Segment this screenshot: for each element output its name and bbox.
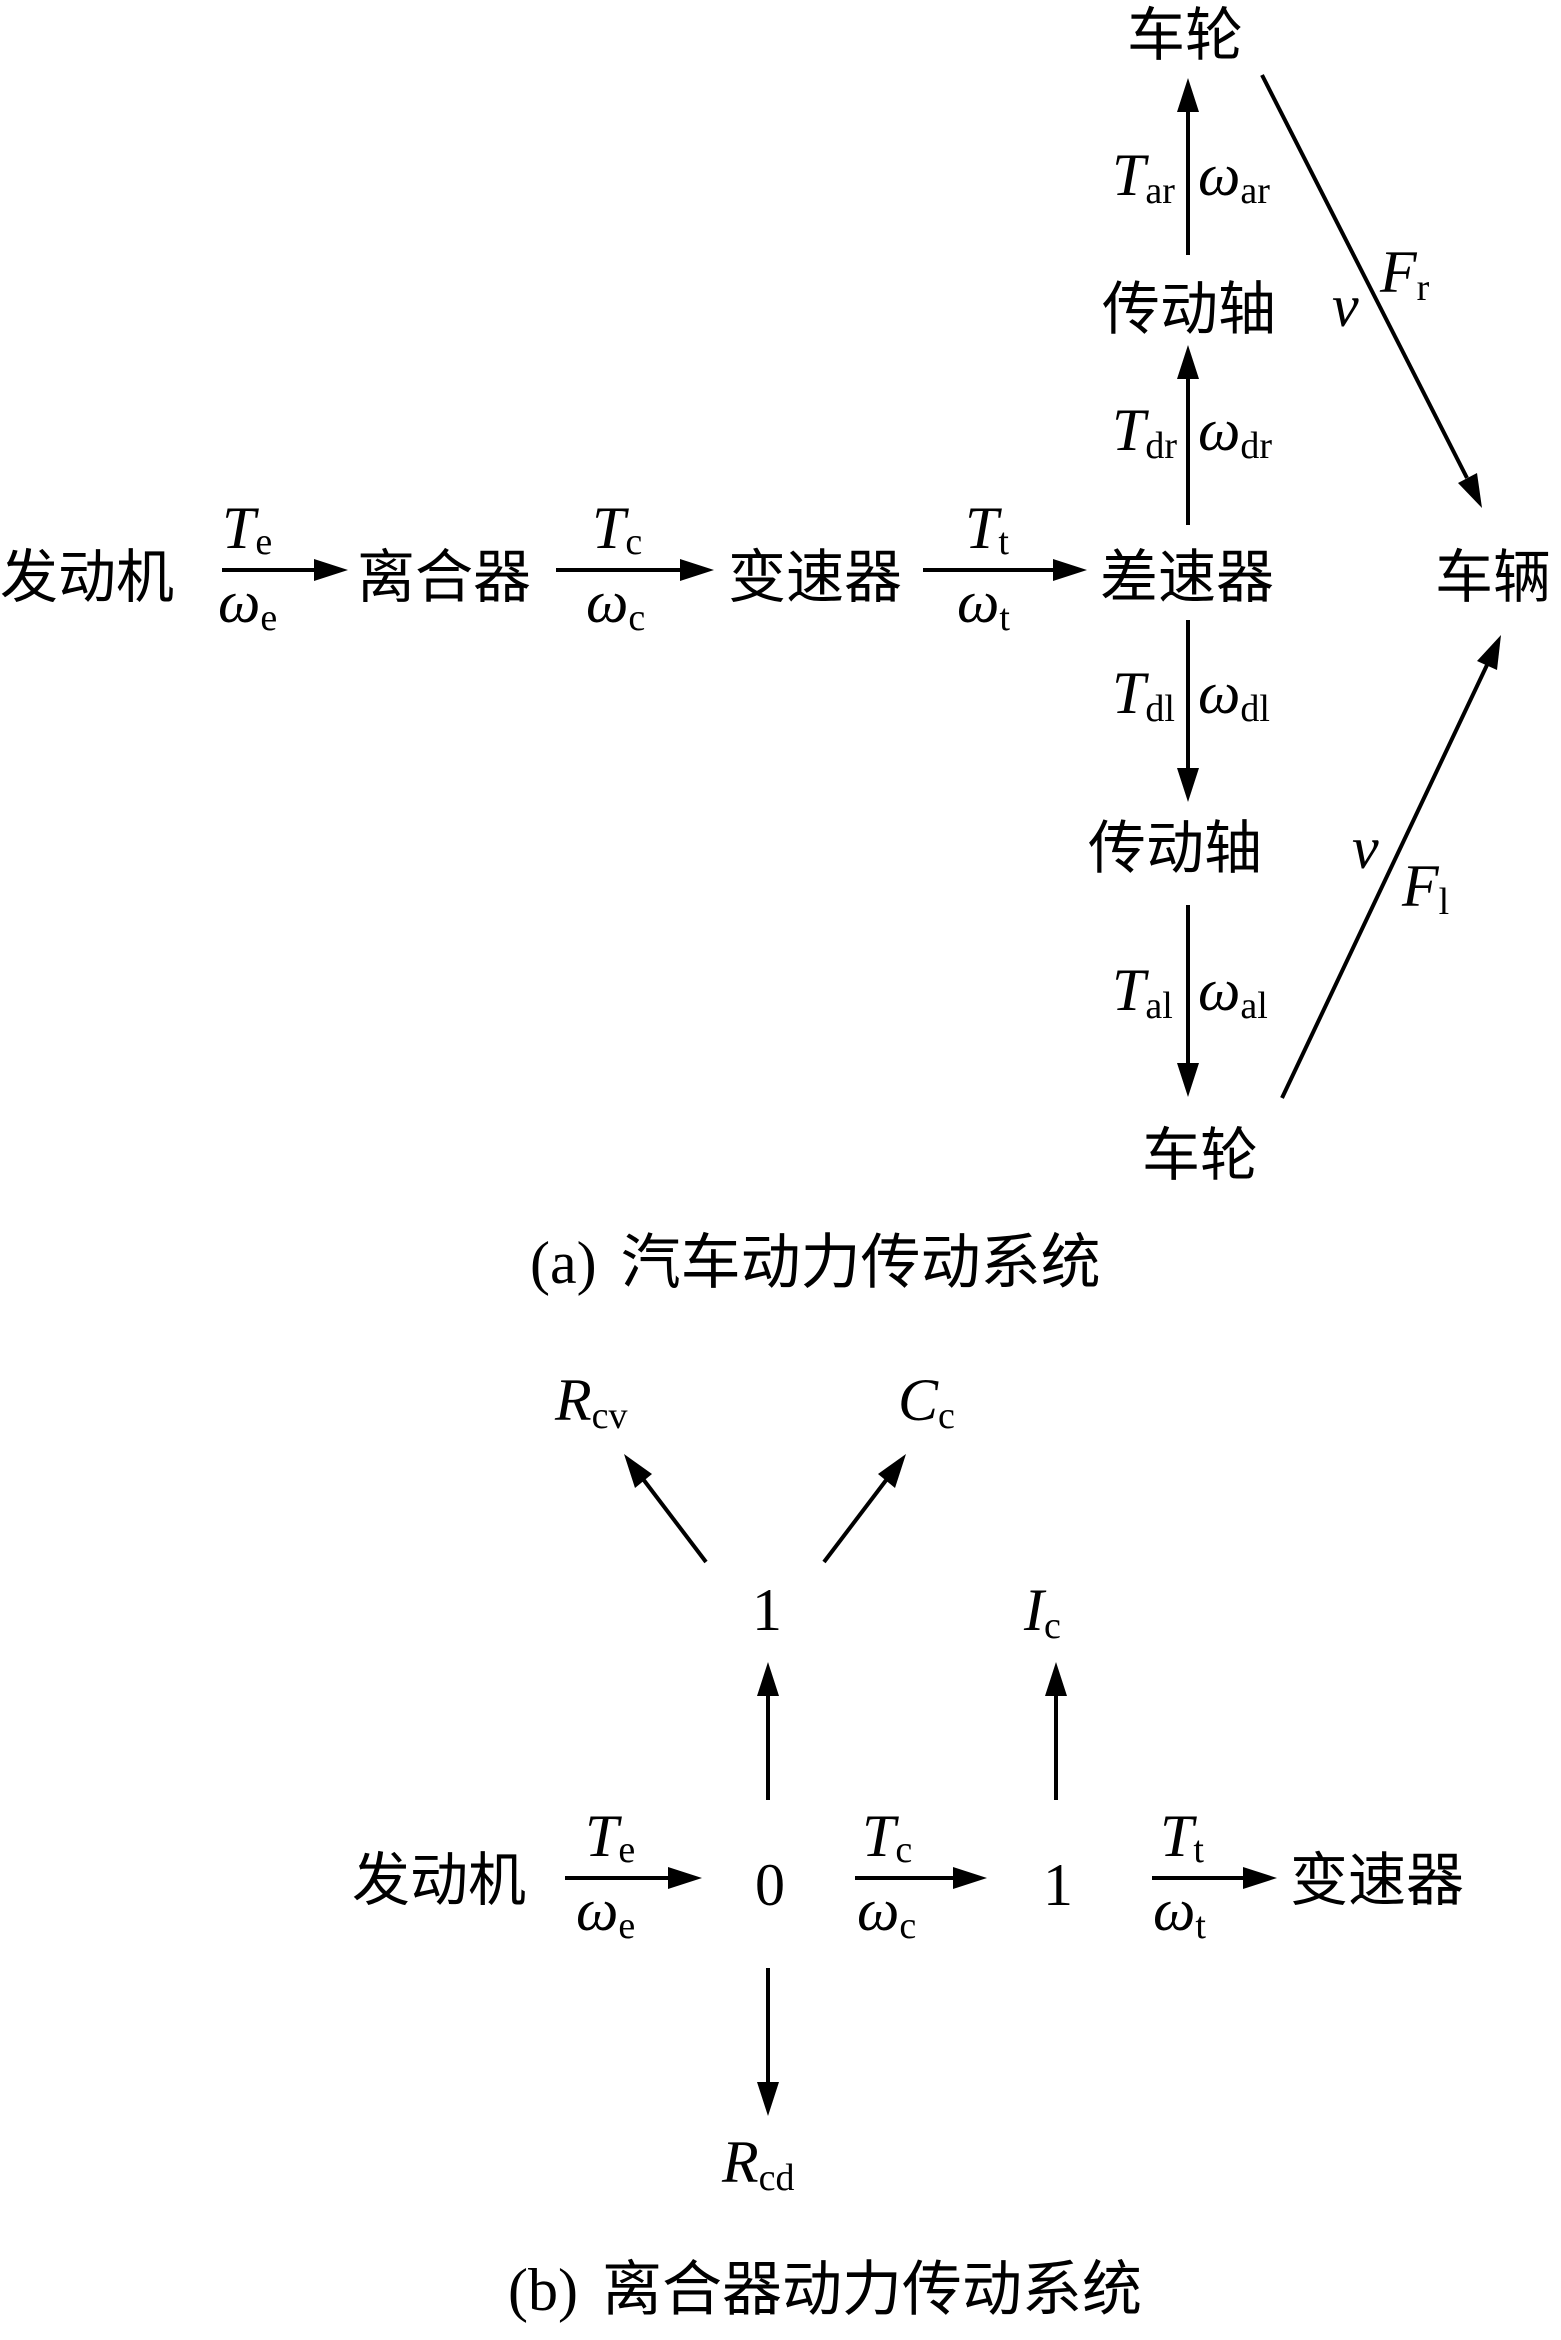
arrow-zero-to-Rcd bbox=[757, 1968, 779, 2116]
label-Te-a: Te bbox=[222, 495, 272, 563]
arrow-zero-to-one-top bbox=[757, 1662, 779, 1800]
label-Tc-b: Tc bbox=[862, 1803, 912, 1871]
label-v-left: v bbox=[1352, 815, 1379, 881]
node-gearbox-b: 变速器 bbox=[1290, 1846, 1464, 1914]
label-omega-ar: ωar bbox=[1198, 142, 1270, 212]
arrow-clutch-to-gearbox bbox=[556, 559, 714, 581]
node-differential-a: 差速器 bbox=[1100, 543, 1274, 611]
node-shaft-left-a: 传动轴 bbox=[1088, 814, 1262, 882]
node-vehicle-a: 车辆 bbox=[1435, 543, 1551, 611]
arrow-differential-to-shaft-right bbox=[1177, 345, 1199, 525]
label-Tdl: Tdl bbox=[1112, 660, 1175, 730]
node-engine-a: 发动机 bbox=[0, 543, 174, 611]
arrow-wheel-left-to-vehicle bbox=[1280, 635, 1501, 1099]
caption-b: (b)离合器动力传动系统 bbox=[508, 2255, 1142, 2325]
node-engine-b: 发动机 bbox=[352, 1846, 526, 1914]
label-omega-t-b: ωt bbox=[1153, 1877, 1206, 1947]
arrow-one-to-gearbox bbox=[1152, 1867, 1277, 1889]
label-Cc: Cc bbox=[898, 1367, 955, 1437]
node-shaft-right-a: 传动轴 bbox=[1102, 275, 1276, 343]
node-clutch-a: 离合器 bbox=[357, 543, 531, 611]
label-omega-t-a: ωt bbox=[957, 569, 1010, 639]
label-omega-dl: ωdl bbox=[1198, 660, 1270, 730]
label-Tdr: Tdr bbox=[1112, 397, 1177, 467]
label-v-right: v bbox=[1332, 273, 1359, 339]
label-Te-b: Te bbox=[585, 1803, 635, 1871]
label-Tar: Tar bbox=[1112, 142, 1175, 212]
node-wheel-right-a: 车轮 bbox=[1127, 1, 1243, 69]
label-omega-al: ωal bbox=[1198, 957, 1268, 1027]
label-omega-e-a: ωe bbox=[218, 569, 277, 639]
arrow-engine-to-clutch bbox=[222, 559, 348, 581]
arrow-differential-to-shaft-left bbox=[1177, 620, 1199, 802]
label-Tal: Tal bbox=[1112, 957, 1173, 1027]
arrow-one-to-Ic bbox=[1045, 1662, 1067, 1800]
arrow-zero-to-one bbox=[855, 1867, 987, 1889]
junction-one-top: 1 bbox=[752, 1577, 782, 1643]
junction-zero: 0 bbox=[755, 1852, 785, 1918]
label-omega-c-a: ωc bbox=[586, 569, 645, 639]
label-Tt-b: Tt bbox=[1160, 1803, 1204, 1871]
arrow-engine-to-zero bbox=[565, 1867, 702, 1889]
label-omega-dr: ωdr bbox=[1198, 397, 1272, 467]
label-omega-c-b: ωc bbox=[857, 1877, 916, 1947]
label-Fl: Fl bbox=[1401, 853, 1449, 923]
node-wheel-left-a: 车轮 bbox=[1142, 1121, 1258, 1189]
arrow-gearbox-to-differential bbox=[923, 559, 1087, 581]
diagram-a: 发动机 离合器 变速器 差速器 车辆 传动轴 传动轴 车轮 车轮 bbox=[0, 1, 1551, 1298]
junction-one-right: 1 bbox=[1043, 1852, 1073, 1918]
arrow-shaft-to-wheel-left bbox=[1177, 905, 1199, 1097]
arrow-one-top-to-Cc bbox=[822, 1454, 906, 1564]
label-Tt-a: Tt bbox=[965, 495, 1009, 563]
label-Tc-a: Tc bbox=[592, 495, 642, 563]
diagram-b: 发动机 变速器 0 1 1 bbox=[352, 1367, 1464, 2325]
caption-a: (a)汽车动力传动系统 bbox=[530, 1228, 1101, 1298]
arrow-wheel-right-to-vehicle bbox=[1260, 74, 1482, 508]
label-Ic: Ic bbox=[1023, 1577, 1061, 1647]
node-gearbox-a: 变速器 bbox=[728, 543, 902, 611]
arrow-shaft-to-wheel-right bbox=[1177, 78, 1199, 255]
label-Fr: Fr bbox=[1379, 239, 1430, 309]
arrow-one-top-to-Rcv bbox=[624, 1454, 708, 1564]
label-Rcv: Rcv bbox=[554, 1367, 628, 1437]
label-omega-e-b: ωe bbox=[576, 1877, 635, 1947]
label-Rcd: Rcd bbox=[721, 2129, 795, 2199]
